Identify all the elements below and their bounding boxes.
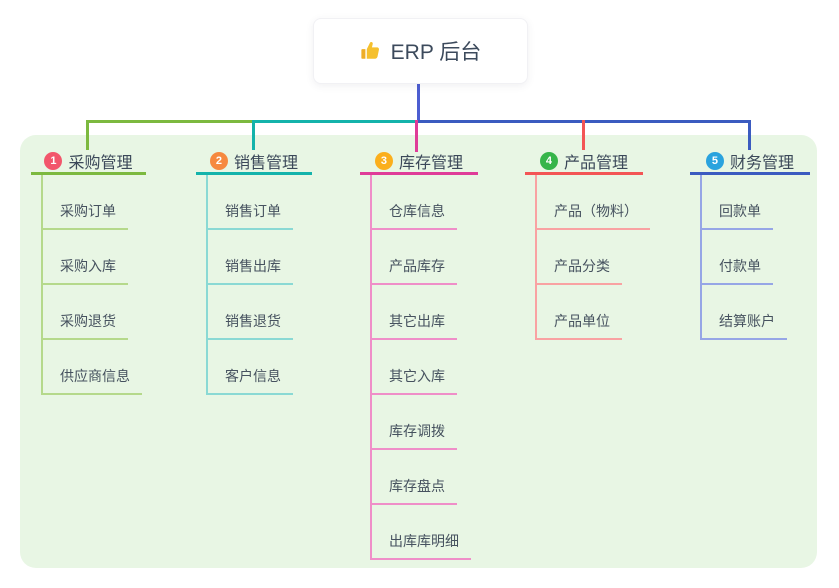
branch-number-badge: 4 [539,152,558,170]
branch-2: 2 销售管理 销售订单销售出库销售退货客户信息 [196,150,312,395]
branch-1: 1 采购管理 采购订单采购入库采购退货供应商信息 [31,150,146,395]
thumbs-up-icon [360,40,382,62]
child-node-label: 其它出库 [372,311,457,340]
child-node[interactable]: 仓库信息 [372,175,478,230]
drop-branch-4 [582,120,585,150]
branch-number-badge: 1 [44,152,63,170]
branch-number-badge: 2 [209,152,228,170]
child-node-label: 库存盘点 [372,476,457,505]
child-node-label: 采购入库 [43,256,128,285]
child-node-label: 其它入库 [372,366,457,395]
drop-branch-3 [415,120,418,152]
branch-number-badge: 5 [705,152,724,170]
child-node[interactable]: 采购订单 [43,175,146,230]
child-node[interactable]: 库存盘点 [372,450,478,505]
root-connector-stub [417,80,420,123]
child-node[interactable]: 采购入库 [43,230,146,285]
child-node[interactable]: 供应商信息 [43,340,146,395]
drop-branch-5 [748,120,751,150]
child-node-label: 库存调拨 [372,421,457,450]
branch-title-label: 销售管理 [233,155,298,172]
branch-children: 回款单付款单结算账户 [700,175,810,340]
child-node[interactable]: 产品分类 [537,230,643,285]
child-node[interactable]: 付款单 [702,230,810,285]
child-node[interactable]: 其它出库 [372,285,478,340]
child-node-label: 产品分类 [537,256,622,285]
child-node-label: 产品（物料） [537,201,650,230]
child-node-label: 客户信息 [208,366,293,395]
branch-children: 采购订单采购入库采购退货供应商信息 [41,175,146,395]
child-node[interactable]: 销售退货 [208,285,312,340]
branch-title-label: 采购管理 [68,155,133,172]
child-node-label: 供应商信息 [43,366,142,395]
bus-segment-left [86,120,254,123]
child-node[interactable]: 出库库明细 [372,505,478,560]
branch-number-badge: 3 [374,152,393,170]
child-node[interactable]: 其它入库 [372,340,478,395]
child-node[interactable]: 采购退货 [43,285,146,340]
branch-title-label: 财务管理 [729,155,794,172]
child-node-label: 出库库明细 [372,531,471,560]
branch-title[interactable]: 1 采购管理 [31,150,146,175]
child-node-label: 结算账户 [702,311,787,340]
branch-title-label: 库存管理 [398,155,463,172]
branch-children: 仓库信息产品库存其它出库其它入库库存调拨库存盘点出库库明细 [370,175,478,560]
drop-branch-1 [86,120,89,150]
bus-segment-mid [252,120,418,123]
child-node-label: 销售订单 [208,201,293,230]
child-node-label: 仓库信息 [372,201,457,230]
branch-5: 5 财务管理 回款单付款单结算账户 [690,150,810,340]
child-node[interactable]: 销售出库 [208,230,312,285]
child-node-label: 销售出库 [208,256,293,285]
child-node-label: 回款单 [702,201,773,230]
branch-title[interactable]: 4 产品管理 [525,150,643,175]
branches-panel [20,135,817,568]
child-node[interactable]: 回款单 [702,175,810,230]
branch-title-label: 产品管理 [563,155,628,172]
drop-branch-2 [252,120,255,150]
child-node-label: 产品库存 [372,256,457,285]
child-node-label: 产品单位 [537,311,622,340]
branch-4: 4 产品管理 产品（物料） 产品分类产品单位 [525,150,650,340]
branch-title[interactable]: 5 财务管理 [690,150,810,175]
child-node[interactable]: 结算账户 [702,285,810,340]
root-title: ERP 后台 [390,41,482,64]
child-node-label: 销售退货 [208,311,293,340]
branch-title[interactable]: 2 销售管理 [196,150,312,175]
child-node[interactable]: 客户信息 [208,340,312,395]
child-node-label: 采购订单 [43,201,128,230]
child-node[interactable]: 产品单位 [537,285,643,340]
branch-title[interactable]: 3 库存管理 [360,150,478,175]
child-node[interactable]: 产品库存 [372,230,478,285]
child-node-label: 付款单 [702,256,773,285]
branch-3: 3 库存管理 仓库信息产品库存其它出库其它入库库存调拨库存盘点出库库明细 [360,150,478,560]
child-node[interactable]: 销售订单 [208,175,312,230]
child-node[interactable]: 库存调拨 [372,395,478,450]
branch-children: 产品（物料） 产品分类产品单位 [535,175,650,340]
child-node-label: 采购退货 [43,311,128,340]
child-node[interactable]: 产品（物料） [537,175,650,230]
branch-children: 销售订单销售出库销售退货客户信息 [206,175,312,395]
root-node[interactable]: ERP 后台 [313,18,528,84]
